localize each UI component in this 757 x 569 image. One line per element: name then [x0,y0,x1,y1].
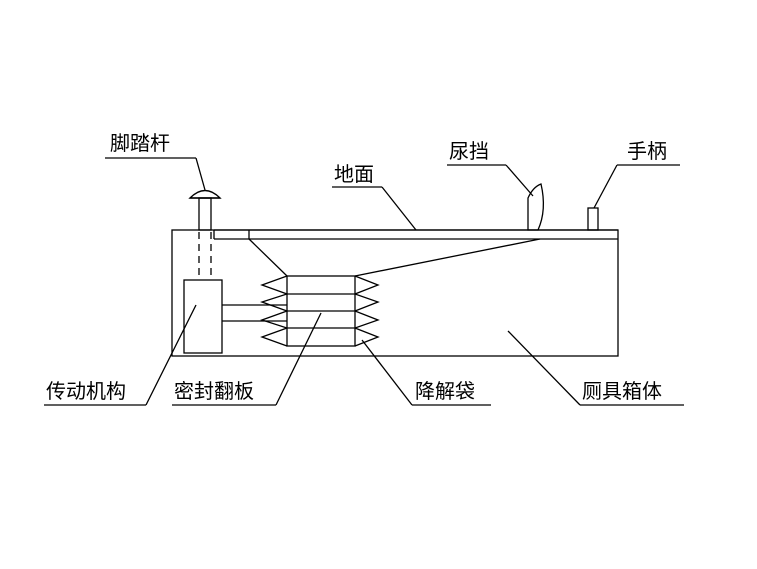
leader-transmission [145,304,197,406]
foot-pedal-knob [188,189,222,199]
toilet-box [171,229,619,357]
leader-foot-pedal [195,157,206,191]
label-handle: 手柄 [627,139,667,163]
label-toilet-box: 厕具箱体 [582,379,662,403]
funnel-right-line [354,238,541,277]
label-sealing-flap: 密封翻板 [174,379,254,403]
transmission-mechanism [183,279,223,354]
label-urine-guard: 尿挡 [449,139,489,163]
foot-pedal-rod [198,197,212,231]
leader-ground [381,186,417,231]
label-degradation-bag: 降解袋 [415,379,475,403]
handle [587,207,599,231]
funnel-left-line [248,238,288,277]
bellows-right-zigzag [353,275,380,347]
leader-degradation-bag [361,339,413,406]
leader-handle [593,164,618,209]
leader-sealing-flap [275,312,322,406]
urine-guard [527,183,545,231]
bellows-left-zigzag [259,275,290,347]
leader-urine-guard [505,164,534,197]
leader-toilet-box [507,330,581,406]
label-transmission: 传动机构 [46,379,126,403]
label-ground: 地面 [334,162,374,186]
label-foot-pedal: 脚踏杆 [110,131,170,155]
